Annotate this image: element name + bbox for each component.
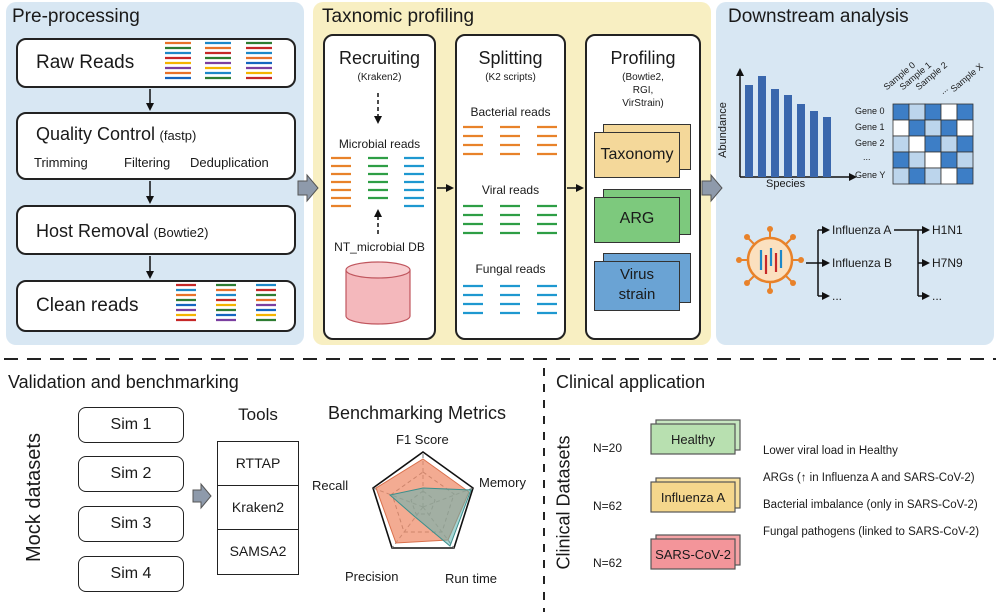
splitting-title: Splitting: [478, 48, 543, 68]
arg-label: ARG: [619, 210, 655, 227]
sim-1-box: Sim 1: [78, 407, 184, 443]
viral-reads-icon: [463, 204, 557, 235]
tree-influenza-b: Influenza B: [832, 256, 893, 270]
fungal-reads-label: Fungal reads: [475, 262, 546, 276]
mock-datasets-label: Mock datasets: [22, 433, 45, 562]
recruiting-tool: (Kraken2): [357, 72, 402, 83]
host-tool: (Bowtie2): [153, 225, 209, 240]
taxonomic-title: Taxnomic profiling: [322, 6, 475, 27]
group-sars-label: SARS-CoV-2: [655, 547, 731, 562]
tools-title: Tools: [238, 405, 278, 424]
metric-precision: Precision: [345, 569, 399, 584]
group-healthy-n: N=20: [593, 441, 623, 455]
bacterial-reads-icon: [463, 125, 557, 156]
taxonomy-card: [594, 132, 680, 178]
database-icon: [345, 261, 411, 325]
metrics-title: Benchmarking Metrics: [328, 403, 507, 423]
virus-strain-label-1: Virus: [620, 266, 654, 283]
qc-tool: (fastp): [159, 128, 197, 143]
finding-4: Fungal pathogens (linked to SARS-CoV-2): [763, 526, 980, 538]
host-removal-box: [16, 205, 296, 255]
metric-f1-score: F1 Score: [396, 432, 449, 447]
tree-h7n9: H7N9: [932, 256, 963, 270]
tool-rttap: RTTAP: [217, 441, 299, 487]
profiling-title: Profiling: [610, 48, 676, 68]
group-influenza-n: N=62: [593, 499, 623, 513]
flow-arrow-taxonomic-to-downstream: [701, 173, 723, 203]
fungal-reads-icon: [463, 284, 557, 315]
raw-reads-icon: [165, 41, 272, 80]
clinical-title: Clinical application: [556, 372, 706, 392]
flow-arrow-sims-to-tools: [192, 482, 212, 510]
abundance-bar-chart: [736, 68, 857, 181]
qc-step-filtering: Filtering: [124, 155, 171, 170]
strain-tree: [806, 226, 930, 300]
tool-samsa2: SAMSA2: [217, 529, 299, 575]
qc-step-trimming: Trimming: [34, 155, 88, 170]
taxonomy-label: Taxonomy: [600, 146, 674, 163]
profiling-tool-line1: (Bowtie2,: [622, 72, 664, 83]
metric-memory: Memory: [479, 475, 526, 490]
recruiting-title: Recruiting: [338, 48, 421, 68]
preprocessing-title: Pre-processing: [12, 6, 140, 27]
host-title-text: Host Removal: [36, 221, 150, 241]
heatmap-row-0: Gene 0: [855, 106, 885, 116]
raw-reads-label: Raw Reads: [36, 52, 135, 73]
clean-reads-label: Clean reads: [36, 295, 139, 316]
sim-2-box: Sim 2: [78, 456, 184, 492]
splitting-box: [455, 34, 566, 340]
host-removal-title: Host Removal (Bowtie2): [36, 221, 208, 242]
group-sars-n: N=62: [593, 556, 623, 570]
arg-card: [594, 197, 680, 243]
viral-reads-label: Viral reads: [481, 183, 540, 197]
abundance-ylabel: Abundance: [716, 102, 729, 158]
qc-title: Quality Control (fastp): [36, 124, 196, 145]
heatmap-row-2: Gene 2: [855, 138, 885, 148]
microbial-reads-label: Microbial reads: [338, 137, 421, 151]
radar-chart: [372, 451, 474, 549]
group-influenza-label: Influenza A: [660, 490, 726, 505]
finding-3: Bacterial imbalance (only in SARS-CoV-2): [763, 499, 978, 511]
qc-title-text: Quality Control: [36, 124, 156, 144]
tree-level2-more: ...: [932, 289, 943, 303]
profiling-tool-line2: RGI,: [632, 85, 654, 96]
metric-run-time: Run time: [445, 571, 498, 586]
virus-card: [594, 261, 680, 311]
tree-h1n1: H1N1: [932, 223, 963, 237]
heatmap-row-1: Gene 1: [855, 122, 885, 132]
qc-step-deduplication: Deduplication: [190, 155, 269, 170]
bacterial-reads-label: Bacterial reads: [470, 105, 551, 119]
finding-1: Lower viral load in Healthy: [763, 445, 898, 457]
sim-4-box: Sim 4: [78, 556, 184, 592]
heatmap-row-3: ...: [863, 152, 871, 162]
virus-icon: [736, 226, 804, 294]
finding-2: ARGs (↑ in Influenza A and SARS-CoV-2): [763, 472, 975, 484]
quality-control-box: [16, 112, 296, 180]
heatmap-row-4: Gene Y: [855, 170, 886, 180]
clean-reads-box: [16, 280, 296, 332]
splitting-tool: (K2 scripts): [485, 72, 536, 83]
tool-kraken2: Kraken2: [217, 485, 299, 531]
nt-microbial-db-label: NT_microbial DB: [334, 240, 425, 254]
species-xlabel: Species: [766, 178, 806, 190]
downstream-title: Downstream analysis: [728, 6, 909, 27]
gene-heatmap: [892, 103, 974, 185]
microbial-reads-icon: [331, 156, 424, 208]
metric-recall: Recall: [312, 478, 349, 493]
clinical-cards: [650, 419, 741, 570]
sim-3-box: Sim 3: [78, 506, 184, 542]
clean-reads-icon: [176, 283, 276, 322]
validation-title: Validation and benchmarking: [8, 372, 239, 392]
clinical-datasets-label: Clinical Datasets: [553, 435, 574, 570]
virus-strain-label-2: strain: [618, 286, 656, 303]
tree-level1-more: ...: [832, 289, 843, 303]
flow-arrow-preprocess-to-taxonomic: [297, 173, 319, 203]
group-healthy-label: Healthy: [670, 432, 716, 447]
profiling-tool-line3: VirStrain): [622, 98, 664, 109]
tree-influenza-a: Influenza A: [832, 223, 892, 237]
